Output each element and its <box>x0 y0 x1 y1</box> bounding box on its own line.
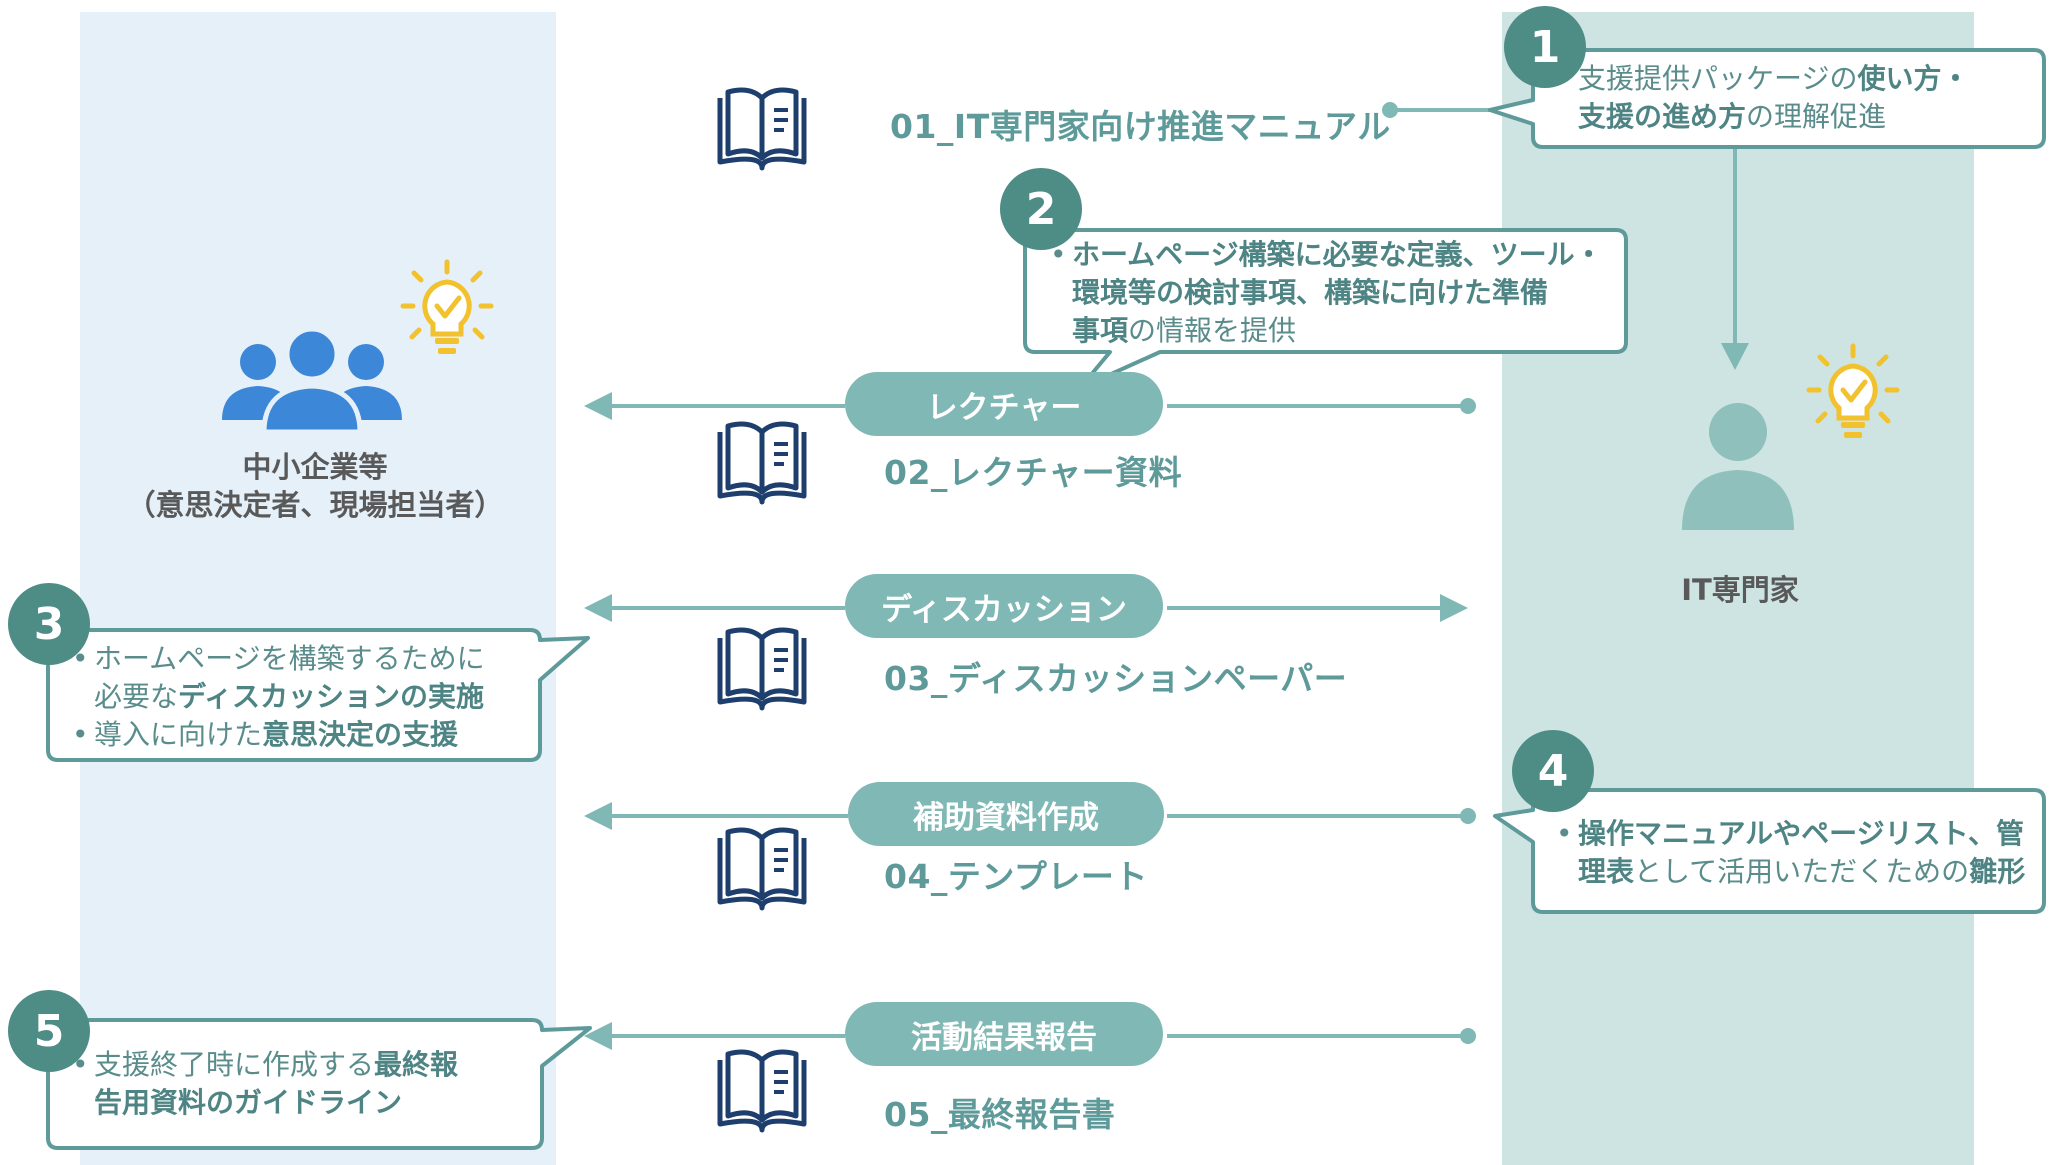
callout-line: 支援の進め方の理解促進 <box>1556 98 2036 136</box>
callout-line-text: 導入に向けた意思決定の支援 <box>94 716 458 754</box>
person-icon <box>1682 403 1794 530</box>
plain-text: 支援提供パッケージの <box>1578 62 1858 95</box>
callout-line-text: 必要なディスカッションの実施 <box>94 678 484 716</box>
sme-sub-label: （意思決定者、現場担当者） <box>126 488 504 522</box>
lecture-dot <box>1460 398 1476 414</box>
bullet <box>1050 312 1072 350</box>
supplementary-dot <box>1460 808 1476 824</box>
plain-text: 支援終了時に作成する <box>94 1048 375 1081</box>
callout-line-text: 操作マニュアルやページリスト、管 <box>1578 815 2024 853</box>
emphasis-text: ディスカッションの実施 <box>178 680 485 713</box>
report-arrowhead <box>584 1022 612 1050</box>
left-lane <box>80 12 556 1165</box>
callout-line: 告用資料のガイドライン <box>72 1084 542 1122</box>
callout-4-text: •操作マニュアルやページリスト、管理表として活用いただくための雛形 <box>1556 815 2036 891</box>
book-icon <box>720 630 804 708</box>
flow-pill-supplementary: 補助資料作成 <box>848 782 1164 846</box>
emphasis-text: 支援の進め方 <box>1578 100 1747 133</box>
callout-line-text: ホームページを構築するために <box>94 640 485 678</box>
callout-line: •導入に向けた意思決定の支援 <box>72 716 542 754</box>
plain-text: 導入に向けた <box>94 718 263 751</box>
emphasis-text: ホームページ構築に必要な定義、ツール・ <box>1072 238 1603 271</box>
discussion-right-arrowhead <box>1440 594 1468 622</box>
plain-text: の理解促進 <box>1746 100 1887 133</box>
manual-dot <box>1382 102 1398 118</box>
callout-5-text: •支援終了時に作成する最終報告用資料のガイドライン <box>72 1046 542 1122</box>
right-lane <box>1502 12 1974 1165</box>
callout-3-badge: 3 <box>8 583 90 665</box>
plain-text: ホームページを構築するために <box>94 642 485 675</box>
callout-line-text: 事項の情報を提供 <box>1072 312 1296 350</box>
emphasis-text: 意思決定の支援 <box>262 718 459 751</box>
bullet <box>72 1084 94 1122</box>
callout-line-text: 環境等の検討事項、構築に向けた準備 <box>1072 274 1548 312</box>
callout-1-text: •支援提供パッケージの使い方・支援の進め方の理解促進 <box>1556 60 2036 136</box>
flow-pill-report: 活動結果報告 <box>845 1002 1163 1066</box>
callout-3-text: •ホームページを構築するために必要なディスカッションの実施•導入に向けた意思決定… <box>72 640 542 754</box>
callout-5-badge: 5 <box>8 990 90 1072</box>
discussion-left-arrowhead <box>584 594 612 622</box>
callout-line-text: 理表として活用いただくための雛形 <box>1578 853 2025 891</box>
callout-line: 必要なディスカッションの実施 <box>72 678 542 716</box>
callout-line-text: 支援提供パッケージの使い方・ <box>1578 60 1969 98</box>
lightbulb-icon <box>1809 346 1897 438</box>
bullet: • <box>1556 817 1573 850</box>
callout-line-text: 支援終了時に作成する最終報 <box>94 1046 458 1084</box>
book-icon <box>720 90 804 168</box>
emphasis-text: 雛形 <box>1969 855 2026 888</box>
report-dot <box>1460 1028 1476 1044</box>
callout-line-text: ホームページ構築に必要な定義、ツール・ <box>1072 236 1603 274</box>
emphasis-text: 最終報 <box>374 1048 459 1081</box>
book-icon <box>720 1052 804 1130</box>
it-expert-label: IT専門家 <box>1681 573 1799 607</box>
bullet: • <box>72 718 89 751</box>
emphasis-text: 使い方・ <box>1857 62 1970 95</box>
callout-line: •操作マニュアルやページリスト、管 <box>1556 815 2036 853</box>
bullet <box>1556 853 1578 891</box>
bullet <box>1050 274 1072 312</box>
callout-4-badge: 4 <box>1512 730 1594 812</box>
bullet <box>1556 98 1578 136</box>
group-icon <box>222 326 402 435</box>
book-icon <box>720 830 804 908</box>
emphasis-text: 告用資料のガイドライン <box>94 1086 403 1119</box>
lecture-arrowhead <box>584 392 612 420</box>
callout-2-badge: 2 <box>1000 168 1082 250</box>
callout-line: •ホームページ構築に必要な定義、ツール・ <box>1050 236 1620 274</box>
callout-line: •支援終了時に作成する最終報 <box>72 1046 542 1084</box>
sme-label: 中小企業等 <box>242 450 388 484</box>
emphasis-text: 操作マニュアルやページリスト、管 <box>1578 817 2025 850</box>
callout-line: 理表として活用いただくための雛形 <box>1556 853 2036 891</box>
doc-label-report: 05_最終報告書 <box>884 1095 1116 1134</box>
emphasis-text: 理表 <box>1578 855 1635 888</box>
bullet <box>72 678 94 716</box>
doc-label-lecture: 02_レクチャー資料 <box>884 453 1183 492</box>
plain-text: 必要な <box>94 680 179 713</box>
emphasis-text: 環境等の検討事項、構築に向けた準備 <box>1072 276 1549 309</box>
callout-1-badge: 1 <box>1504 6 1586 88</box>
doc-label-discussion: 03_ディスカッションペーパー <box>884 659 1348 698</box>
expert-down-arrowhead <box>1721 343 1749 370</box>
lightbulb-icon <box>403 262 491 354</box>
callout-line: •支援提供パッケージの使い方・ <box>1556 60 2036 98</box>
supplementary-arrowhead <box>584 802 612 830</box>
callout-line: 環境等の検討事項、構築に向けた準備 <box>1050 274 1620 312</box>
plain-text: の情報を提供 <box>1128 314 1297 347</box>
plain-text: として活用いただくための <box>1634 855 1970 888</box>
doc-label-template: 04_テンプレート <box>884 857 1148 896</box>
doc-label-manual: 01_IT専門家向け推進マニュアル <box>890 107 1391 146</box>
callout-line: 事項の情報を提供 <box>1050 312 1620 350</box>
callout-2-text: •ホームページ構築に必要な定義、ツール・環境等の検討事項、構築に向けた準備事項の… <box>1050 236 1620 350</box>
book-icon <box>720 424 804 502</box>
callout-line-text: 支援の進め方の理解促進 <box>1578 98 1886 136</box>
flow-pill-discussion: ディスカッション <box>845 574 1163 638</box>
callout-line: •ホームページを構築するために <box>72 640 542 678</box>
flow-pill-lecture: レクチャー <box>845 372 1163 436</box>
callout-line-text: 告用資料のガイドライン <box>94 1084 402 1122</box>
emphasis-text: 事項 <box>1072 314 1129 347</box>
